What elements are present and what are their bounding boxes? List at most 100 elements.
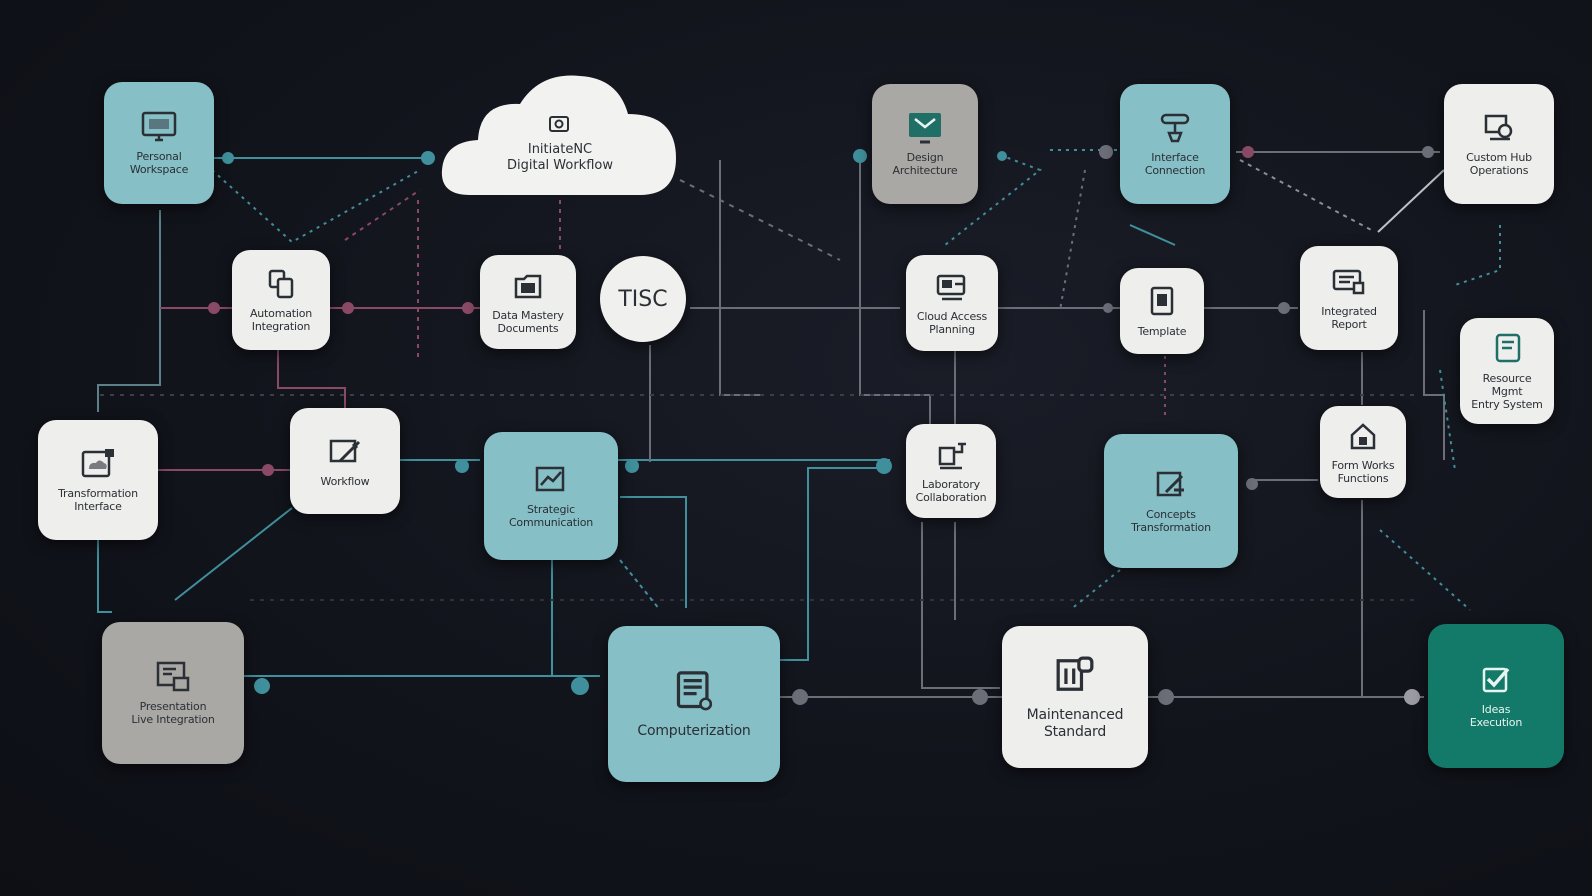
cloud-node[interactable]: InitiateNC Digital Workflow <box>440 70 680 200</box>
wire <box>1454 225 1501 286</box>
node-label-line2: Workspace <box>129 163 189 176</box>
node-label-line1: Personal <box>136 150 182 163</box>
node-label-line1: Interface <box>1151 151 1199 164</box>
wire <box>1069 569 1121 611</box>
node-computerization[interactable]: Computerization <box>608 626 780 782</box>
camera-icon <box>548 114 570 134</box>
node-label-line2: Execution <box>1469 716 1523 729</box>
document-icon <box>1150 286 1174 315</box>
node-label-line1: Cloud Access <box>916 310 988 323</box>
robot-icon <box>938 442 966 470</box>
junction-dot <box>792 689 808 705</box>
node-label-line2: Planning <box>929 323 975 336</box>
folder-icon <box>514 274 542 299</box>
pencil-icon <box>329 439 361 462</box>
wire <box>1129 224 1176 246</box>
junction-dot <box>455 459 469 473</box>
cloud-label-line2: Digital Workflow <box>507 158 613 173</box>
junction-dot <box>222 152 234 164</box>
terminal-icon <box>936 274 966 301</box>
wire <box>1423 310 1445 460</box>
wire <box>1377 169 1445 233</box>
node-label-line2: Architecture <box>892 164 958 177</box>
junction-dot <box>421 151 435 165</box>
cloud-label: InitiateNC Digital Workflow <box>440 142 680 174</box>
node-label-line1: Integrated <box>1321 305 1377 318</box>
wire <box>1379 529 1471 611</box>
node-label-line1: Maintenanced <box>1026 707 1124 723</box>
junction-dot <box>342 302 354 314</box>
node-label-line1: Ideas <box>1481 703 1511 716</box>
node-label-line1: Presentation <box>139 700 207 713</box>
junction-dot <box>853 149 867 163</box>
wire <box>620 496 687 608</box>
tisc-label: TISC <box>618 286 668 312</box>
tablet-icon <box>1495 333 1521 362</box>
node-label-line1: Form Works <box>1331 459 1395 472</box>
wire <box>619 559 661 611</box>
monitor-icon <box>141 111 177 142</box>
tisc-circle[interactable]: TISC <box>600 256 686 342</box>
junction-dot <box>1242 146 1254 158</box>
node-label-line2: Collaboration <box>915 491 987 504</box>
junction-dot <box>997 151 1007 161</box>
edit-doc-icon <box>1332 269 1365 295</box>
edit-icon <box>1156 471 1184 497</box>
wire <box>921 522 1000 689</box>
node-label-line2: Transformation <box>1131 521 1211 534</box>
node-label-line1: Concepts <box>1146 508 1196 521</box>
junction-dot <box>571 677 589 695</box>
junction-dot <box>972 689 988 705</box>
node-label-line1: Computerization <box>637 722 751 739</box>
junction-dot <box>876 458 892 474</box>
wire <box>944 154 1043 246</box>
screen-icon <box>909 113 941 144</box>
junction-dot <box>1278 302 1290 314</box>
node-workflow[interactable]: Workflow <box>290 408 400 514</box>
node-label-line1: Data Mastery <box>492 309 564 322</box>
node-label-line2: Interface <box>74 500 122 513</box>
junction-dot <box>462 302 474 314</box>
node-label-line2: Documents <box>497 322 559 335</box>
node-label-line2: Integration <box>251 320 311 333</box>
node-label-line2: Report <box>1331 318 1367 331</box>
node-label-line2: Operations <box>1469 164 1529 177</box>
junction-dot <box>208 302 220 314</box>
wire <box>344 189 421 241</box>
wire <box>859 160 931 425</box>
wire <box>719 160 760 396</box>
node-label-line2: Entry System <box>1471 397 1543 411</box>
junction-dot <box>1099 145 1113 159</box>
junction-dot <box>1422 146 1434 158</box>
node-template[interactable]: Template <box>1120 268 1204 354</box>
wire <box>97 210 161 412</box>
junction-dot <box>625 459 639 473</box>
files-icon <box>268 269 294 299</box>
junction-dot <box>254 678 270 694</box>
node-label-line2: Functions <box>1337 472 1389 485</box>
junction-dot <box>1158 689 1174 705</box>
doc-stack-icon <box>1056 656 1094 691</box>
wire <box>277 350 346 408</box>
house-icon <box>1350 423 1376 450</box>
junction-dot <box>1246 478 1258 490</box>
